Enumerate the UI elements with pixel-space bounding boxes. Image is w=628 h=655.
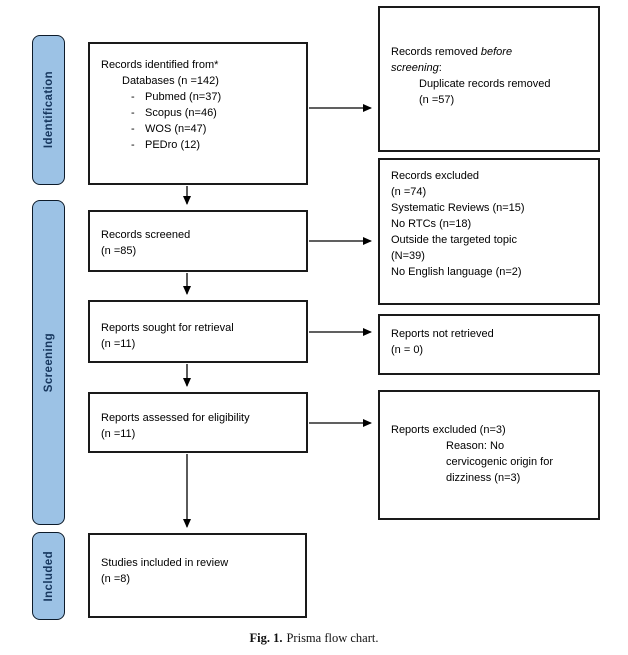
list-item: - Scopus (n=46) <box>131 105 298 121</box>
records-screened-line1: Records screened <box>101 229 191 241</box>
reports-excluded-line4: dizziness (n=3) <box>446 472 521 484</box>
figure-caption-label: Fig. 1. <box>249 631 283 645</box>
bullet-dash: - <box>131 107 135 119</box>
box-records-screened: Records screened (n =85) <box>88 210 308 272</box>
reports-sought-line1: Reports sought for retrieval <box>101 322 234 334</box>
bullet-dash: - <box>131 139 135 151</box>
studies-included-line2: (n =8) <box>101 573 131 585</box>
reports-excluded-line1: Reports excluded (n=3) <box>391 424 506 436</box>
box-reports-not-retrieved: Reports not retrieved (n = 0) <box>378 314 600 375</box>
bullet-dash: - <box>131 91 135 103</box>
records-excluded-line: (n =74) <box>391 186 427 198</box>
list-item-label: PEDro (12) <box>145 139 201 151</box>
records-excluded-line: No RTCs (n=18) <box>391 218 472 230</box>
box-studies-included: Studies included in review (n =8) <box>88 533 307 618</box>
box-records-excluded: Records excluded (n =74) Systematic Revi… <box>378 158 600 305</box>
reports-assessed-line1: Reports assessed for eligibility <box>101 412 250 424</box>
stage-screening: Screening <box>32 200 65 525</box>
records-removed-line4: (n =57) <box>419 94 455 106</box>
list-item-label: Pubmed (n=37) <box>145 91 222 103</box>
records-excluded-line: Records excluded <box>391 170 480 182</box>
records-screened-line2: (n =85) <box>101 245 137 257</box>
reports-excluded-line2: Reason: No <box>446 440 505 452</box>
box-records-removed: Records removed before screening: Duplic… <box>378 6 600 152</box>
records-excluded-line: No English language (n=2) <box>391 266 522 278</box>
stage-identification-label: Identification <box>42 71 55 149</box>
box-reports-assessed: Reports assessed for eligibility (n =11) <box>88 392 308 453</box>
records-removed-line2: screening: <box>391 62 442 74</box>
reports-not-retrieved-line2: (n = 0) <box>391 344 424 356</box>
records-excluded-line: (N=39) <box>391 250 425 262</box>
list-item: - WOS (n=47) <box>131 121 298 137</box>
records-removed-line3: Duplicate records removed <box>419 78 551 90</box>
box-records-identified: Records identified from* Databases (n =1… <box>88 42 308 185</box>
reports-excluded-line3: cervicogenic origin for <box>446 456 553 468</box>
records-removed-line1: Records removed before <box>391 46 513 58</box>
records-identified-subtitle: Databases (n =142) <box>122 75 219 87</box>
list-item-label: Scopus (n=46) <box>145 107 217 119</box>
list-item-label: WOS (n=47) <box>145 123 207 135</box>
box-reports-sought: Reports sought for retrieval (n =11) <box>88 300 308 363</box>
box-reports-excluded: Reports excluded (n=3) Reason: No cervic… <box>378 390 600 520</box>
list-item: - Pubmed (n=37) <box>131 89 298 105</box>
reports-assessed-line2: (n =11) <box>101 428 136 440</box>
figure-caption: Fig. 1.Prisma flow chart. <box>0 631 628 646</box>
reports-sought-line2: (n =11) <box>101 338 136 350</box>
records-excluded-line: Outside the targeted topic <box>391 234 517 246</box>
records-identified-title: Records identified from* <box>101 59 219 71</box>
figure-caption-text: Prisma flow chart. <box>286 631 379 645</box>
records-excluded-line: Systematic Reviews (n=15) <box>391 202 525 214</box>
stage-included: Included <box>32 532 65 620</box>
reports-not-retrieved-line1: Reports not retrieved <box>391 328 494 340</box>
studies-included-line1: Studies included in review <box>101 557 229 569</box>
list-item: - PEDro (12) <box>131 137 298 153</box>
stage-included-label: Included <box>42 550 55 602</box>
stage-identification: Identification <box>32 35 65 185</box>
bullet-dash: - <box>131 123 135 135</box>
stage-screening-label: Screening <box>42 332 55 393</box>
